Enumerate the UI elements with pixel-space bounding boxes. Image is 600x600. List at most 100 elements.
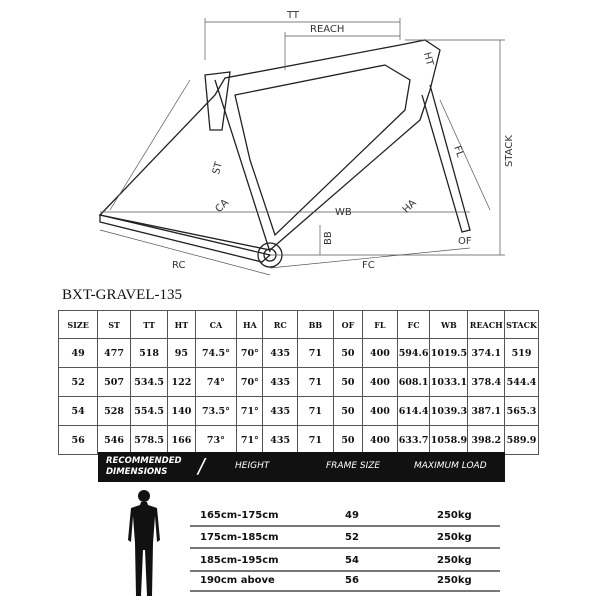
table-cell: 507 (97, 367, 131, 397)
slash-divider: / (198, 454, 205, 478)
table-cell: 54 (57, 396, 99, 426)
table-cell: 534.5 (129, 367, 169, 397)
table-cell: 73° (194, 425, 238, 455)
header-cell: HA (236, 310, 264, 339)
person-silhouette-icon (128, 490, 160, 596)
table-cell: 74° (194, 367, 238, 397)
model-title: BXT-GRAVEL-135 (62, 287, 183, 303)
recommendation-size: 49 (345, 510, 359, 521)
table-cell: 50 (332, 425, 364, 455)
table-cell: 477 (97, 338, 131, 368)
table-cell: 71° (236, 425, 264, 455)
table-cell: 74.5° (194, 338, 238, 368)
table-cell: 70° (236, 338, 264, 368)
table-cell: 594.6 (396, 338, 431, 368)
table-cell: 1039.3 (429, 396, 469, 426)
recommendation-row: 185cm-195cm 54 250kg (190, 550, 500, 572)
dimension-lines (99, 18, 505, 276)
label-bb: BB (323, 231, 334, 245)
table-cell: 565.3 (504, 396, 539, 426)
table-cell: 544.4 (504, 367, 539, 397)
recommendation-size: 56 (345, 575, 359, 586)
recommendation-load: 250kg (437, 555, 472, 566)
header-cell: WB (429, 310, 469, 339)
header-cell: ST (97, 310, 131, 339)
label-fl: FL (451, 144, 465, 159)
recommendation-size: 54 (345, 555, 359, 566)
header-cell: OF (332, 310, 364, 339)
col-max-load: MAXIMUM LOAD (414, 461, 487, 471)
label-ht: HT (421, 51, 435, 68)
recommendation-row: 190cm above 56 250kg (190, 570, 500, 592)
table-cell: 378.4 (467, 367, 506, 397)
table-cell: 122 (167, 367, 196, 397)
table-cell: 50 (332, 396, 364, 426)
label-ha: HA (401, 198, 419, 216)
table-cell: 435 (262, 396, 298, 426)
label-of: OF (458, 236, 472, 247)
table-cell: 435 (262, 338, 298, 368)
recommendation-size: 52 (345, 532, 359, 543)
label-rc: RC (172, 260, 185, 271)
table-cell: 518 (129, 338, 169, 368)
table-cell: 50 (332, 338, 364, 368)
table-cell: 633.7 (396, 425, 431, 455)
table-cell: 1019.5 (429, 338, 469, 368)
header-cell: STACK (504, 310, 539, 339)
header-cell: BB (296, 310, 334, 339)
table-cell: 140 (167, 396, 196, 426)
table-cell: 554.5 (129, 396, 169, 426)
label-stack: STACK (504, 135, 515, 167)
label-fc: FC (362, 260, 375, 271)
header-cell: FL (362, 310, 398, 339)
table-cell: 546 (97, 425, 131, 455)
table-cell: 435 (262, 425, 298, 455)
label-wb: WB (335, 207, 352, 218)
table-cell: 71 (296, 338, 334, 368)
header-cell: FC (396, 310, 431, 339)
table-cell: 50 (332, 367, 364, 397)
frame-outline (98, 39, 471, 268)
table-cell: 166 (167, 425, 196, 455)
recommendation-load: 250kg (437, 575, 472, 586)
table-cell: 71 (296, 396, 334, 426)
table-cell: 400 (362, 425, 398, 455)
recommendation-height: 190cm above (200, 575, 275, 586)
table-cell: 49 (57, 338, 99, 368)
table-cell: 435 (262, 367, 298, 397)
table-cell: 400 (362, 396, 398, 426)
recommendation-height: 175cm-185cm (200, 532, 279, 543)
recommendation-height: 185cm-195cm (200, 555, 279, 566)
col-height: HEIGHT (235, 461, 270, 471)
label-reach: REACH (310, 24, 344, 35)
header-cell: RC (262, 310, 298, 339)
table-cell: 519 (504, 338, 539, 368)
geometry-table: SIZE ST TT HT CA HA RC BB OF FL FC WB RE… (57, 310, 539, 455)
table-cell: 52 (57, 367, 99, 397)
recommended-title: RECOMMENDED DIMENSIONS (106, 456, 182, 477)
label-tt: TT (286, 10, 300, 21)
table-cell: 398.2 (467, 425, 506, 455)
table-cell: 56 (57, 425, 99, 455)
recommendation-height: 165cm-175cm (200, 510, 279, 521)
col-frame-size: FRAME SIZE (326, 461, 381, 471)
table-cell: 400 (362, 367, 398, 397)
table-cell: 387.1 (467, 396, 506, 426)
table-cell: 70° (236, 367, 264, 397)
table-cell: 614.4 (396, 396, 431, 426)
table-cell: 95 (167, 338, 196, 368)
table-cell: 73.5° (194, 396, 238, 426)
label-st: ST (211, 160, 225, 176)
header-cell: CA (194, 310, 238, 339)
header-cell: HT (167, 310, 196, 339)
table-cell: 1033.1 (429, 367, 469, 397)
recommended-header-band: RECOMMENDED DIMENSIONS / HEIGHT FRAME SI… (98, 452, 505, 482)
table-cell: 589.9 (504, 425, 539, 455)
